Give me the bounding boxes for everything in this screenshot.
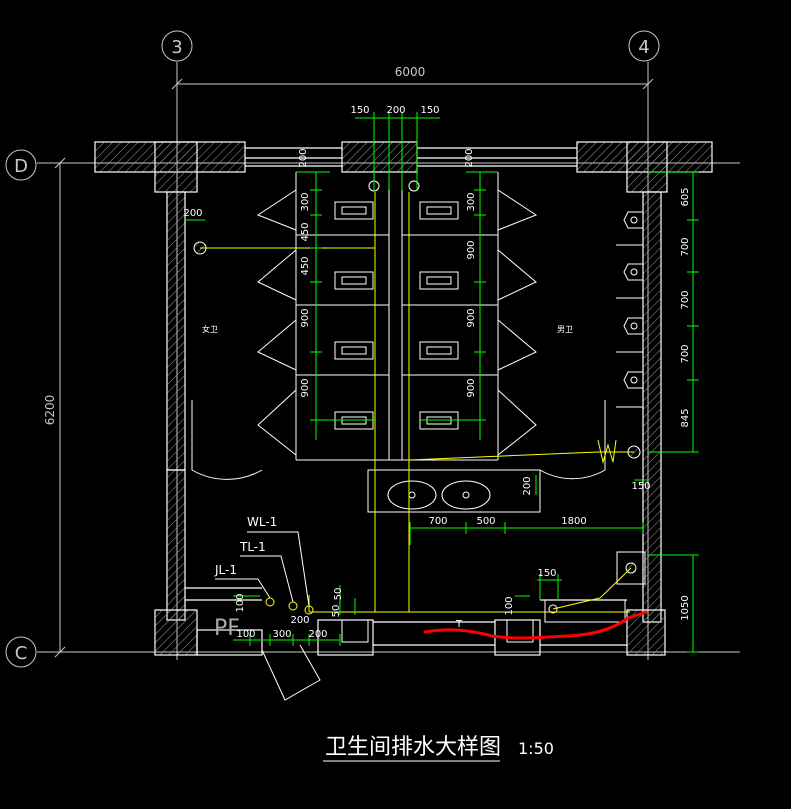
room-label-womens: 女卫	[202, 324, 218, 334]
dim-door-150: 150	[631, 481, 650, 492]
drawing-title-block: 卫生间排水大样图 1:50	[323, 735, 554, 762]
water-inlet-mark	[597, 439, 617, 464]
drawing-scale: 1:50	[518, 739, 554, 758]
toilets	[334, 201, 459, 430]
dim-drain-150: 150	[537, 568, 556, 579]
dim-urinal-4: 700	[680, 344, 691, 363]
dim-urinal-2: 700	[680, 237, 691, 256]
dim-corner-1050: 1050	[680, 595, 691, 620]
axis-label-3: 3	[171, 37, 182, 58]
dim-right-col-4: 900	[466, 378, 477, 397]
dim-left-col-5: 900	[300, 378, 311, 397]
dim-basin-700: 700	[428, 516, 447, 527]
dim-top-150a: 150	[350, 105, 369, 116]
dim-right-200: 200	[464, 148, 475, 167]
dim-pipe-200a: 200	[290, 615, 309, 626]
riser-leaders	[215, 531, 310, 607]
partitions	[191, 172, 643, 701]
overall-width-dimension	[171, 78, 654, 90]
dim-pipe-50a: 50	[333, 588, 344, 601]
dim-urinal-3: 700	[680, 290, 691, 309]
dim-left-col-4: 900	[300, 308, 311, 327]
walls	[94, 141, 713, 656]
dim-pipe-100: 100	[236, 629, 255, 640]
drawing-title: 卫生间排水大样图	[325, 735, 501, 760]
dim-right-col-3: 900	[466, 308, 477, 327]
basins	[367, 469, 541, 513]
axis-label-C: C	[15, 643, 28, 664]
floor-drains	[193, 180, 646, 643]
dim-left-col-1: 300	[300, 192, 311, 211]
dim-pipe-300: 300	[272, 629, 291, 640]
dim-door-200: 200	[522, 476, 533, 495]
overall-height-label: 6200	[43, 395, 57, 426]
dim-top-150b: 150	[420, 105, 439, 116]
overall-height-dimension	[54, 157, 66, 658]
dim-pipe-50b: 50	[331, 605, 342, 618]
dim-urinal-1: 605	[680, 187, 691, 206]
dim-left-col-2: 450	[300, 222, 311, 241]
dimension-texts: 150 200 150 200 200 200 300 450 450 900 …	[183, 105, 691, 640]
dim-pipe-100c: 100	[504, 596, 515, 615]
dim-basin-500: 500	[476, 516, 495, 527]
drain-pipes	[200, 192, 634, 613]
grid-bubble-4: 4	[628, 30, 660, 62]
tl-1-label: TL-1	[239, 540, 266, 554]
urinals	[623, 211, 643, 389]
grid-bubble-3: 3	[161, 30, 193, 62]
grid-bubble-D: D	[5, 149, 37, 181]
axis-label-D: D	[14, 156, 28, 177]
wl-1-label: WL-1	[247, 515, 277, 529]
dim-basin-1800: 1800	[561, 516, 586, 527]
dim-wall-200: 200	[183, 208, 202, 219]
dim-top-200: 200	[386, 105, 405, 116]
grid-bubble-C: C	[5, 636, 37, 668]
t-mark: T	[455, 619, 463, 630]
dim-pipe-200b: 200	[308, 629, 327, 640]
red-markup-line	[423, 610, 648, 640]
dim-urinal-5: 845	[680, 408, 691, 427]
overall-width-label: 6000	[395, 65, 426, 79]
dim-pipe-100b: 100	[235, 593, 246, 612]
risers	[265, 597, 314, 615]
jl-1-label: JL-1	[214, 563, 237, 577]
axis-label-4: 4	[638, 37, 649, 58]
dim-right-col-1: 300	[466, 192, 477, 211]
room-label-mens: 男卫	[557, 325, 573, 334]
dim-left-col-3: 450	[300, 256, 311, 275]
dimension-lines	[184, 112, 699, 653]
pf-label: PF	[214, 616, 240, 641]
dim-left-200: 200	[298, 148, 309, 167]
dim-right-col-2: 900	[466, 240, 477, 259]
